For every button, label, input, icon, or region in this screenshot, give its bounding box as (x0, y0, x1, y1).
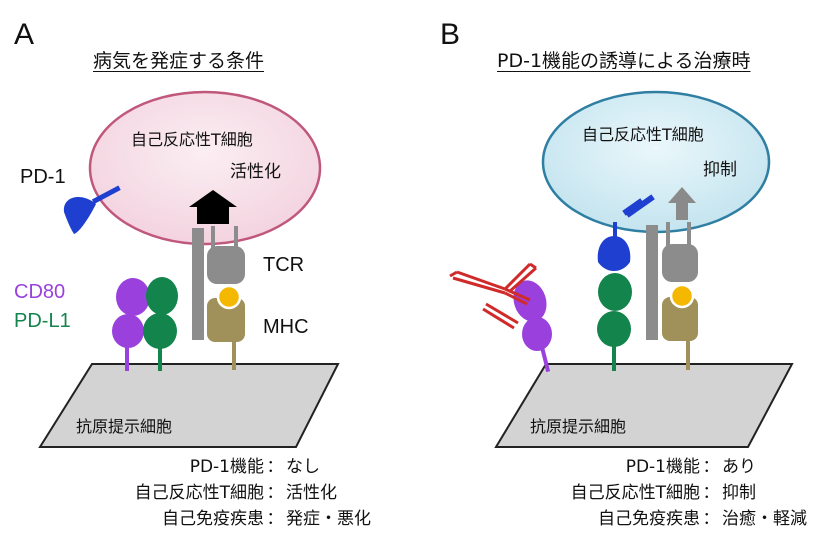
tcr-body-a (207, 246, 245, 284)
panel-a-letter: A (14, 18, 35, 51)
inhibition-icon (622, 194, 655, 218)
activation-arrow-icon (189, 190, 237, 224)
t-cell-a (88, 90, 322, 246)
mhc-stem-b (686, 340, 690, 370)
apc-label-b: 抗原提示細胞 (530, 417, 627, 436)
status-row: 自己反応性T細胞：抑制 (570, 483, 756, 503)
panel-b-heading: PD-1機能の誘導による治療時 (497, 50, 751, 72)
status-row: PD-1機能：あり (625, 457, 756, 477)
panel-b-diagram (449, 90, 794, 448)
status-row: 自己免疫疾患：発症・悪化 (162, 509, 371, 529)
tcr-left-bar-b (646, 225, 658, 340)
suppression-label: 抑制 (703, 160, 737, 180)
activation-label: 活性化 (230, 162, 281, 182)
tcr-stem-b1 (666, 222, 670, 246)
tcr-left-bar-a (192, 228, 204, 340)
suppressed-arrow-icon (668, 187, 696, 220)
tcr-label: TCR (263, 254, 305, 276)
tcr-stem-a1 (211, 226, 215, 248)
pd1-molecule-bound (597, 222, 631, 271)
status-list-b: PD-1機能：あり 自己反応性T細胞：抑制 自己免疫疾患：治癒・軽減 (474, 454, 807, 532)
cd80-molecule-b (513, 280, 552, 373)
panel-a-diagram (38, 90, 340, 448)
mhc-body-b (662, 297, 698, 341)
panel-b-letter: B (440, 18, 461, 51)
apc-platform-b (494, 363, 794, 448)
panel-a-heading: 病気を発症する条件 (93, 50, 265, 72)
pd1-molecule-free (63, 185, 121, 234)
pdl1-label: PD-L1 (14, 310, 71, 332)
apc-platform-a (38, 363, 340, 448)
mhc-body-a (207, 298, 245, 342)
pdl1-molecule-b (597, 273, 632, 371)
antibody-icon (449, 262, 537, 330)
cd80-molecule-a (112, 278, 150, 371)
pdl1-molecule-a (143, 277, 178, 371)
mhc-stem-a (232, 340, 236, 370)
pd1-label: PD-1 (20, 166, 66, 188)
t-cell-label-a: 自己反応性T細胞 (131, 130, 253, 149)
cd80-label: CD80 (14, 281, 66, 303)
tcr-stem-a2 (234, 226, 238, 248)
tcr-stem-b2 (687, 222, 691, 246)
antigen-a (216, 284, 242, 310)
antigen-b (669, 283, 695, 309)
status-list-a: PD-1機能：なし 自己反応性T細胞：活性化 自己免疫疾患：発症・悪化 (38, 454, 371, 532)
status-row: PD-1機能：なし (189, 457, 320, 477)
status-row: 自己反応性T細胞：活性化 (134, 483, 337, 503)
mhc-label: MHC (263, 316, 309, 338)
apc-label-a: 抗原提示細胞 (76, 417, 173, 436)
tcr-body-b (662, 244, 698, 282)
status-row: 自己免疫疾患：治癒・軽減 (598, 509, 807, 529)
t-cell-label-b: 自己反応性T細胞 (582, 125, 704, 144)
